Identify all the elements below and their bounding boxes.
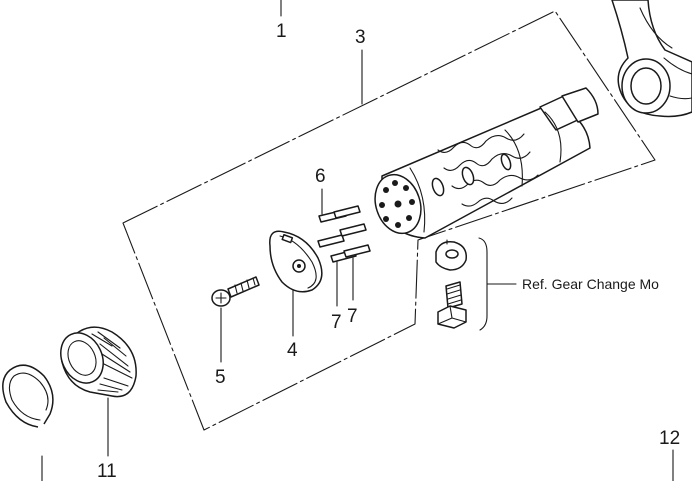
drum-stopper-plate [269,230,323,293]
reference-note: Ref. Gear Change Mo [522,276,659,292]
circlip [2,364,54,428]
shift-fork-arm [611,0,692,118]
callout-1: 1 [276,21,287,42]
shift-drum [374,87,599,239]
drum-pins [317,205,371,263]
needle-bearing [60,326,137,398]
countersunk-screw [211,276,260,307]
callout-5: 5 [215,367,226,388]
callout-7-right: 7 [347,306,358,327]
callout-7-left: 7 [331,312,342,333]
assembly-boundary-box [122,10,656,431]
callout-3: 3 [355,27,366,48]
reference-bracket [478,237,488,331]
callout-4: 4 [287,340,298,361]
hex-bolt [437,281,467,329]
callout-6: 6 [315,166,326,187]
lock-washer [435,239,467,271]
callout-12: 12 [659,428,680,449]
callout-11: 11 [97,461,117,481]
